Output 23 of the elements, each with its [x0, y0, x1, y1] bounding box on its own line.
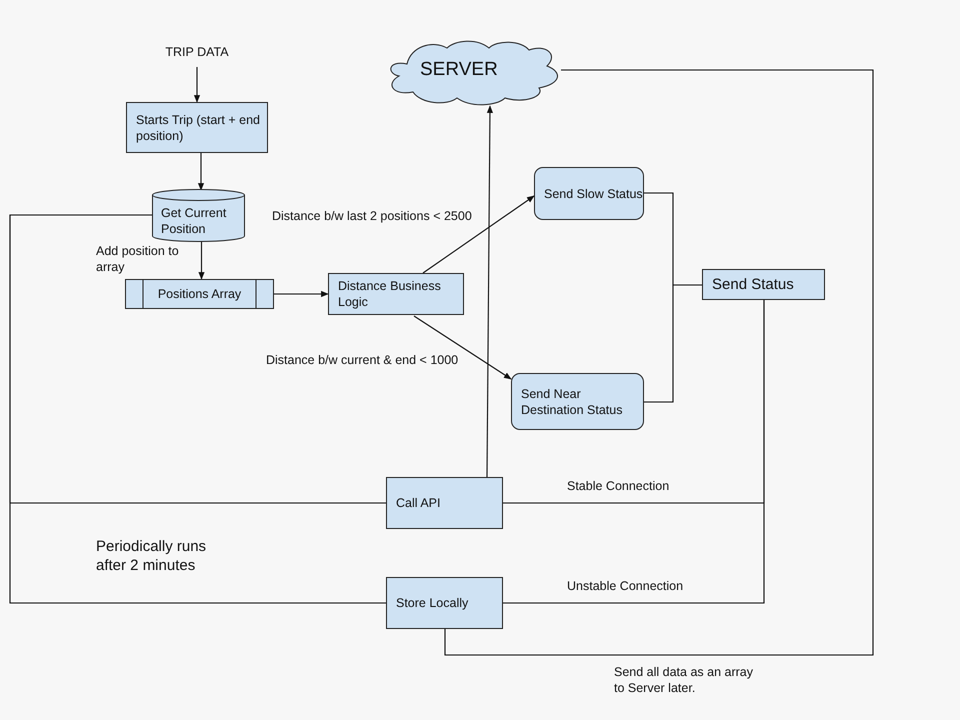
start-label: TRIP DATA: [158, 44, 236, 62]
arrow: [422, 196, 535, 274]
arrow: [486, 105, 494, 477]
database-cylinder: Get Current Position: [152, 189, 245, 242]
arrow: [198, 241, 205, 280]
connector-line: [503, 300, 765, 604]
process-box: Call API: [386, 477, 503, 529]
subroutine-box: Positions Array: [125, 279, 274, 309]
connector-line: [9, 214, 386, 604]
note-text: Periodically runs after 2 minutes: [96, 537, 208, 575]
edge-label: Distance b/w last 2 positions < 2500: [272, 208, 472, 224]
arrow: [414, 316, 512, 380]
rounded-process-box: Send Near Destination Status: [511, 373, 644, 430]
connector-line: [644, 284, 702, 403]
arrow: [198, 153, 204, 191]
process-box: Send Status: [702, 269, 825, 300]
process-box: Distance Business Logic: [328, 273, 464, 315]
rounded-process-box: Send Slow Status: [534, 167, 644, 220]
process-box: Store Locally: [386, 577, 503, 629]
arrow: [194, 67, 200, 103]
arrow: [274, 290, 329, 298]
connector-line: [444, 69, 874, 656]
process-box: Starts Trip (start + end position): [126, 102, 268, 153]
